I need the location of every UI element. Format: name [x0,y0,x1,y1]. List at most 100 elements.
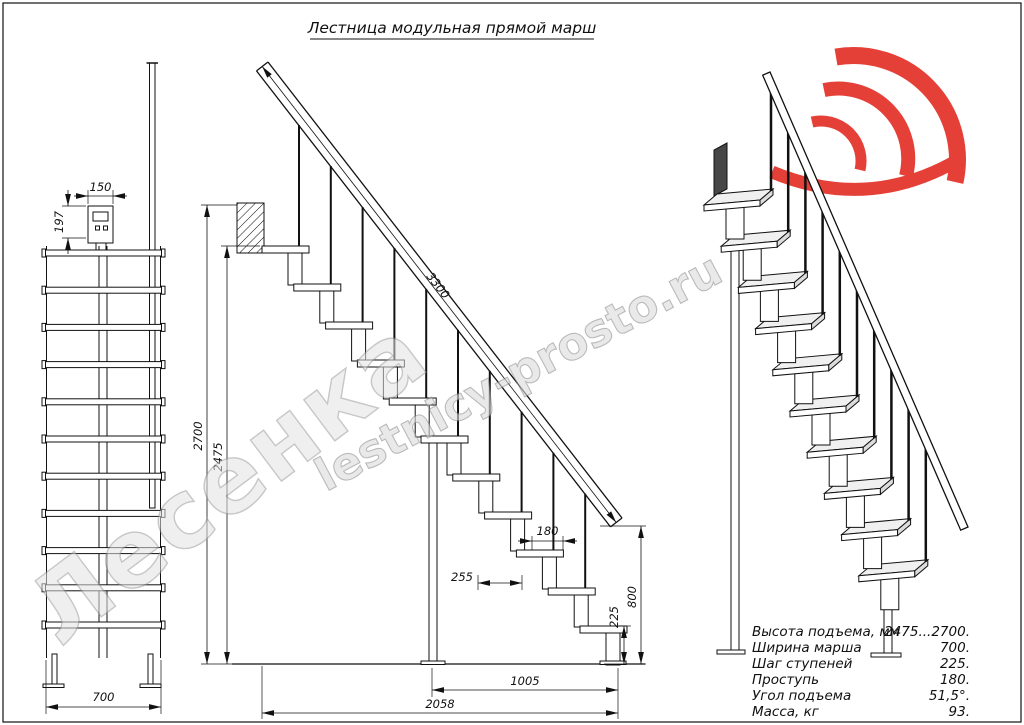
front-step-cap [161,248,166,258]
dim-step-rise: 225 [607,606,631,664]
dim-255-label: 255 [451,570,473,584]
side-module [541,555,557,590]
side-tread [452,473,501,482]
iso-tread-side [862,435,877,455]
side-module [605,631,621,666]
side-tread [293,283,342,292]
side-tread [261,245,310,254]
spec-label-tread: Проступь [752,672,819,688]
front-step-cap [41,285,46,295]
dim-clear-height: 2475 [211,245,260,664]
dim-bracket-height: 197 [52,190,86,254]
front-step [44,435,163,443]
spec-value-angle: 51,5°. [929,688,970,704]
iso-tread-side [879,476,894,496]
front-step [44,323,163,331]
side-support-post [420,442,627,665]
front-step [44,286,163,294]
front-step-cap [41,322,46,332]
iso-tread-side [897,517,912,537]
wall-block [236,202,265,254]
front-step-cap [41,471,46,481]
front-step [44,398,163,406]
dim-bracket-width: 150 [74,180,127,204]
spec-value-width: 700. [940,640,970,656]
spec-label-height: Высота подъема, мм [752,624,900,640]
iso-tread-side [914,558,929,578]
side-module [287,251,303,286]
iso-tread-side [828,352,843,372]
front-step-cap [41,434,46,444]
side-module [478,479,494,514]
side-steps [261,245,628,666]
front-step-cap [161,583,166,593]
spec-value-mass: 93. [949,704,970,720]
front-legs [42,653,162,688]
front-step-cap [161,360,166,370]
front-step-cap [41,397,46,407]
iso-tread-side [811,311,826,331]
iso-module [828,451,848,487]
iso-module [794,369,814,405]
iso-tread-side [759,187,774,208]
dim-total-height: 2700 [191,204,250,665]
front-handrail-post [146,62,158,509]
specs-table: Высота подъема, мм 2475...2700. Ширина м… [752,624,970,720]
iso-module [811,410,831,446]
front-step-cap [161,508,166,518]
dim-2700-label: 2700 [191,421,205,450]
dim-1005-label: 1005 [510,674,539,688]
front-step-cap [161,397,166,407]
side-module [510,517,526,552]
side-tread [484,511,533,520]
dim-225-label: 225 [607,606,621,628]
dim-module-length: 255 [451,570,523,590]
side-tread [547,587,596,596]
front-step-cap [41,583,46,593]
dim-tread-depth: 180 [518,524,577,550]
dim-support-offset: 1005 [431,668,619,697]
page-title: Лестница модульная прямой марш [307,19,597,37]
iso-steps [702,187,930,611]
iso-module [777,328,797,364]
side-tread [420,435,469,444]
front-step-cap [161,471,166,481]
front-steps [41,248,166,630]
side-module [446,441,462,476]
iso-wall-mount [713,142,728,197]
front-step-cap [161,620,166,630]
iso-module [845,492,865,528]
iso-handrail [761,71,969,532]
side-tread [325,321,374,330]
side-tread [356,359,405,368]
side-module [573,593,589,628]
front-step-cap [161,434,166,444]
iso-balusters [769,75,928,562]
side-tread [515,549,564,558]
side-tread [579,625,628,634]
dim-support-height: 800 [600,525,646,665]
front-step-cap [41,508,46,518]
front-step [44,361,163,369]
spec-label-mass: Масса, кг [752,704,820,720]
front-step-cap [41,546,46,556]
dim-2475-label: 2475 [211,442,225,471]
title-block: Лестница модульная прямой марш [307,19,597,40]
iso-module [742,245,762,281]
spec-value-tread: 180. [940,672,970,688]
dim-180-label: 180 [537,524,559,538]
dim-800-label: 800 [625,586,639,608]
iso-tread-side [793,270,808,290]
dim-700-label: 700 [93,690,115,704]
spec-label-step: Шаг ступеней [752,656,853,672]
spec-value-height: 2475...2700. [884,624,970,640]
front-step-cap [161,546,166,556]
spec-label-width: Ширина марша [752,640,862,656]
iso-module [725,204,745,240]
iso-tread-side [845,393,860,414]
dim-front-width: 700 [45,660,162,714]
front-view: 150 197 700 [41,62,166,714]
dim-total-run: 2058 [261,666,619,719]
